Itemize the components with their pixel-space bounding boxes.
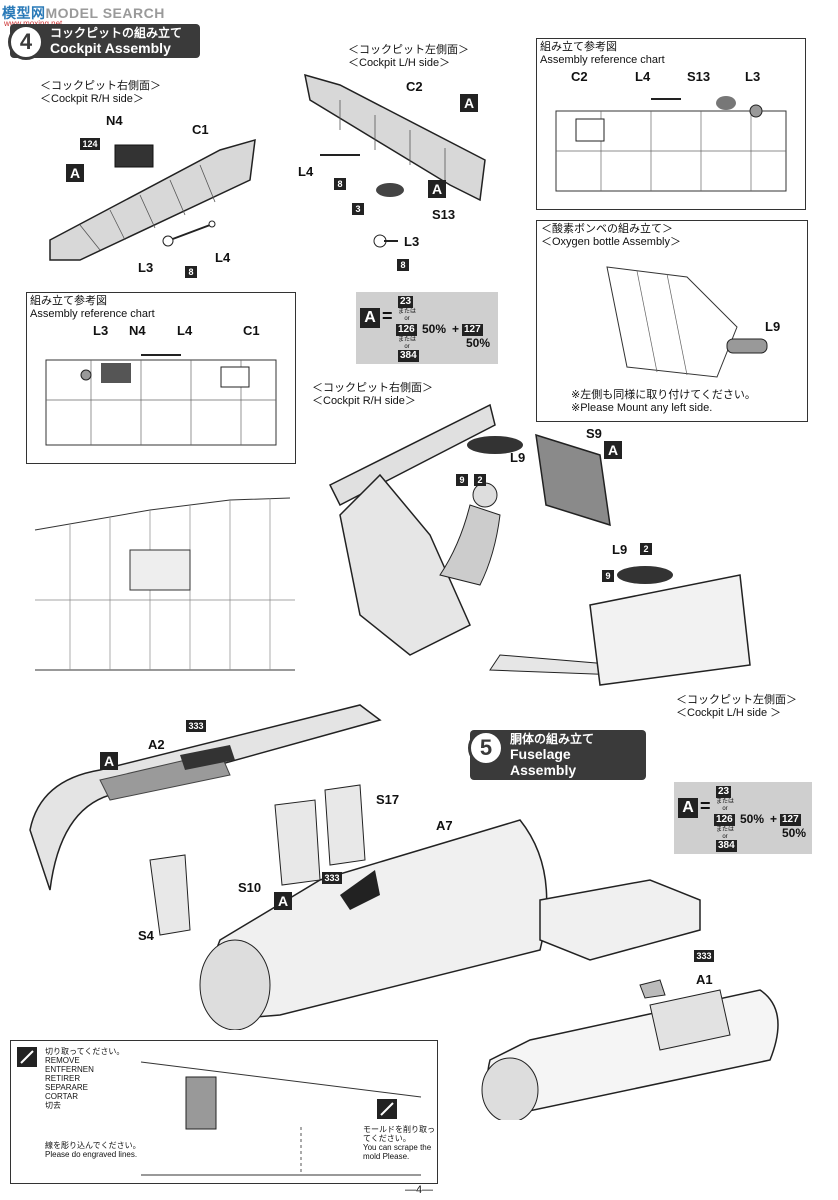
part-N4-rh: N4 bbox=[106, 113, 123, 128]
color-tag-8-lh2: 8 bbox=[397, 259, 409, 271]
cockpit-rh-panel-drawing bbox=[49, 138, 256, 261]
rh-caption: ＜コックピット右側面＞ ＜Cockpit R/H side＞ bbox=[40, 80, 161, 105]
step4-number: 4 bbox=[8, 24, 44, 60]
scrape-icon bbox=[377, 1099, 397, 1119]
ref2-caption: 組み立て参考図 Assembly reference chart bbox=[30, 295, 155, 320]
fuse-A-tag-2: A bbox=[274, 892, 292, 910]
ref1-S13: S13 bbox=[687, 69, 711, 84]
ref1-caption: 組み立て参考図 Assembly reference chart bbox=[540, 41, 665, 66]
reference-chart-top: 組み立て参考図 Assembly reference chart C2 L4 S… bbox=[536, 38, 806, 210]
watermark-url: www.moxing.net bbox=[4, 19, 62, 28]
ref1-L4: L4 bbox=[635, 69, 651, 84]
color-tag-2b: 2 bbox=[640, 543, 652, 555]
part-L3-rh: L3 bbox=[138, 260, 154, 275]
main-L9-b: L9 bbox=[612, 542, 628, 557]
fuse-A2: A2 bbox=[148, 737, 165, 752]
oxy-caption: ＜酸素ボンベの組み立て＞ ＜Oxygen bottle Assembly＞ bbox=[541, 223, 682, 248]
part-C2-lh: C2 bbox=[406, 79, 423, 94]
step4-title-jp: コックピットの組み立て bbox=[50, 26, 183, 40]
part-L4-lh: L4 bbox=[298, 164, 314, 179]
lh2-caption: ＜コックピット左側面＞ ＜Cockpit L/H side ＞ bbox=[676, 694, 797, 719]
main-A-tag: A bbox=[604, 441, 622, 459]
part-S13-lh: S13 bbox=[432, 207, 456, 222]
fuse-A7: A7 bbox=[436, 818, 453, 833]
knife-icon bbox=[17, 1047, 37, 1067]
cockpit-lh-panel-drawing bbox=[304, 73, 486, 202]
pct-127: 50% bbox=[466, 336, 491, 350]
color-tag-333a: 333 bbox=[186, 720, 206, 732]
pct-126: 50% bbox=[422, 322, 447, 336]
watermark-logo: 模型网MODEL SEARCH bbox=[2, 5, 165, 21]
fuse-S17: S17 bbox=[376, 792, 400, 807]
ref2-L3: L3 bbox=[93, 323, 109, 338]
cockpit-tub-drawing bbox=[481, 879, 779, 1120]
lh-caption: ＜コックピット左側面＞ ＜Cockpit L/H side＞ bbox=[348, 44, 469, 69]
part-A-tag-lh: A bbox=[460, 94, 478, 112]
tub-A1: A1 bbox=[696, 972, 713, 987]
color-126: 126 bbox=[396, 324, 417, 336]
main-L9-a: L9 bbox=[510, 450, 526, 465]
color-mix-letter: A bbox=[360, 308, 380, 328]
oxy-note: ※左側も同様に取り付けてください。 ※Please Mount any left… bbox=[571, 389, 756, 414]
plus: + bbox=[452, 322, 460, 336]
cockpit-main-drawing bbox=[328, 403, 751, 686]
scrape-text: モールドを削り取ってください。 You can scrape the mold … bbox=[363, 1125, 435, 1161]
engrave-text: 線を彫り込んでください。 Please do engraved lines. bbox=[45, 1141, 141, 1159]
page-number: —4— bbox=[404, 1184, 434, 1196]
oxygen-bottle-box: ＜酸素ボンベの組み立て＞ ＜Oxygen bottle Assembly＞ L9… bbox=[536, 220, 808, 422]
oxy-drawing bbox=[606, 266, 768, 378]
part-C1-rh: C1 bbox=[192, 122, 209, 137]
step5-title-en: Fuselage Assembly bbox=[510, 746, 577, 778]
fuselage-side-reference bbox=[34, 497, 295, 671]
step5-number: 5 bbox=[468, 730, 504, 766]
part-A-tag-rh: A bbox=[66, 164, 84, 182]
ref1-C2: C2 bbox=[571, 69, 588, 84]
part-L3-drawing-lh bbox=[373, 234, 398, 248]
ref2-drawing bbox=[45, 354, 277, 446]
color-tag-8-lh: 8 bbox=[334, 178, 346, 190]
color-127: 127 bbox=[462, 324, 483, 336]
main-S9: S9 bbox=[586, 426, 602, 441]
color-tag-3: 3 bbox=[352, 203, 364, 215]
color-23: 23 bbox=[398, 296, 414, 308]
color-384: 384 bbox=[398, 350, 419, 362]
ref1-L3: L3 bbox=[745, 69, 761, 84]
step5-title-jp: 胴体の組み立て bbox=[510, 732, 595, 746]
color-mix-eq: = bbox=[382, 306, 393, 326]
fuse-S4: S4 bbox=[138, 928, 154, 943]
fuselage-main-drawing bbox=[29, 704, 548, 1030]
color-tag-333b: 333 bbox=[322, 872, 342, 884]
ref2-N4: N4 bbox=[129, 323, 146, 338]
reference-chart-left: 組み立て参考図 Assembly reference chart L3 N4 L… bbox=[26, 292, 296, 464]
ref1-drawing bbox=[555, 96, 787, 192]
color-tag-124: 124 bbox=[80, 138, 100, 150]
fuse-S10: S10 bbox=[238, 880, 262, 895]
fuse-A-tag-1: A bbox=[100, 752, 118, 770]
remove-text: 切り取ってください。 REMOVE ENTFERNEN RETIRER SEPA… bbox=[45, 1047, 125, 1110]
step4-title-en: Cockpit Assembly bbox=[50, 40, 171, 56]
remove-box-drawing bbox=[140, 1061, 422, 1176]
color-tag-333c: 333 bbox=[694, 950, 714, 962]
color-tag-8-rh: 8 bbox=[185, 266, 197, 278]
color-tag-9a: 9 bbox=[456, 474, 468, 486]
color-tag-9b: 9 bbox=[602, 570, 614, 582]
rh2-caption: ＜コックピット右側面＞ ＜Cockpit R/H side＞ bbox=[312, 382, 433, 407]
part-L3-lh: L3 bbox=[404, 234, 420, 249]
ref2-L4: L4 bbox=[177, 323, 193, 338]
part-A-tag-lh2: A bbox=[428, 180, 446, 198]
color-tag-2a: 2 bbox=[474, 474, 486, 486]
oxy-L9: L9 bbox=[765, 319, 781, 334]
ref2-C1: C1 bbox=[243, 323, 260, 338]
part-L4-rh: L4 bbox=[215, 250, 231, 265]
remove-instructions-box: 切り取ってください。 REMOVE ENTFERNEN RETIRER SEPA… bbox=[10, 1040, 438, 1184]
